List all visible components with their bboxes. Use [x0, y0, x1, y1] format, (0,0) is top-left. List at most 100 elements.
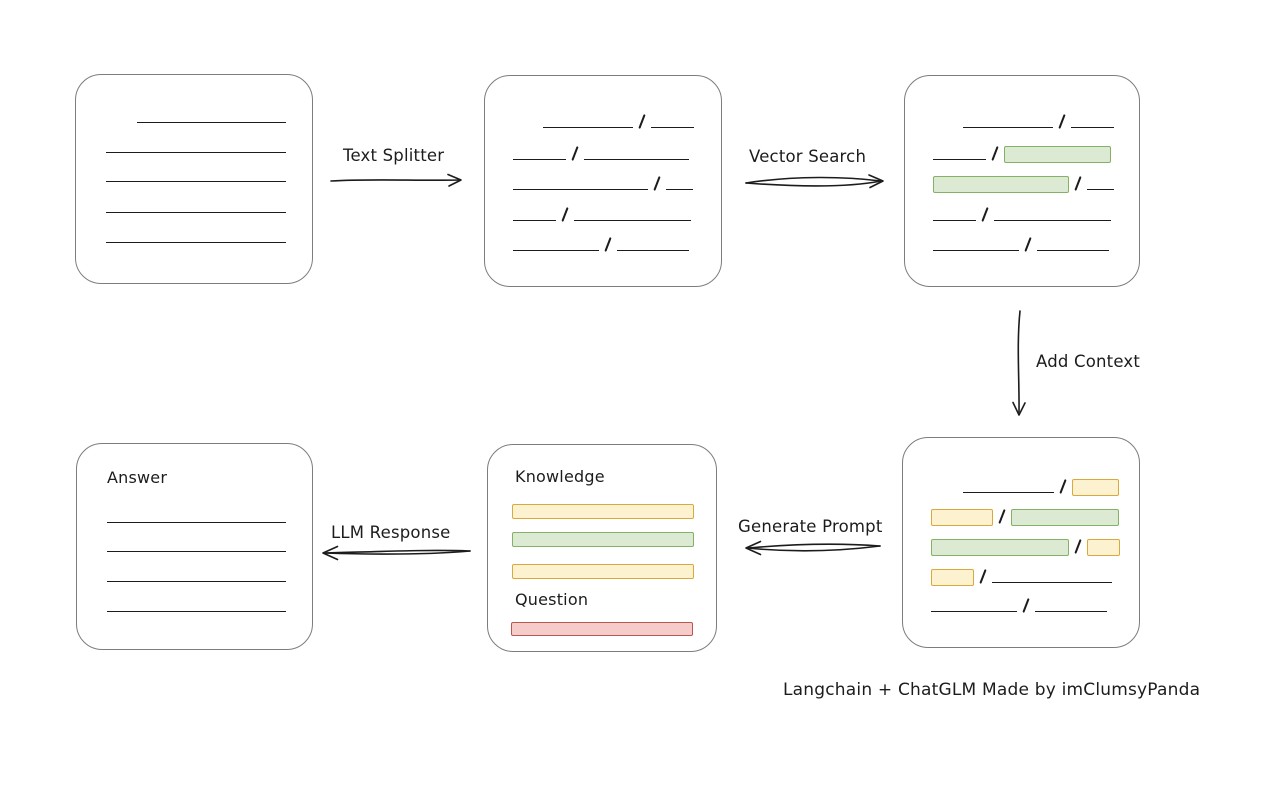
slash-mark: [998, 509, 1006, 524]
credit-text: Langchain + ChatGLM Made by imClumsyPand…: [783, 680, 1201, 700]
text-line: [931, 611, 1017, 612]
text-splitter-label: Text Splitter: [343, 146, 445, 165]
text-line: [513, 159, 566, 160]
context-box: [902, 437, 1140, 648]
slash-mark: [1022, 598, 1030, 613]
text-line: [106, 181, 286, 182]
generate-prompt-arrow: [745, 540, 881, 556]
highlight-bar-yellow: [1087, 539, 1121, 556]
text-row: [513, 171, 694, 191]
text-line: [106, 242, 286, 243]
slash-mark: [1059, 479, 1067, 494]
answer-line: [107, 551, 286, 552]
question-bar-red: [511, 622, 693, 636]
slash-mark: [981, 207, 989, 222]
text-line: [933, 220, 976, 221]
indent-gap: [931, 492, 963, 493]
text-line: [933, 250, 1019, 251]
text-line: [106, 152, 286, 153]
text-line: [137, 122, 286, 123]
highlight-bar-yellow: [931, 569, 974, 586]
text-line: [513, 250, 599, 251]
text-row: [931, 564, 1113, 586]
split-text-box: [484, 75, 722, 287]
text-splitter-arrow: [330, 173, 462, 187]
text-line: [513, 220, 556, 221]
knowledge-label: Knowledge: [515, 467, 605, 486]
highlight-bar-yellow: [1072, 479, 1120, 496]
text-row: [106, 224, 286, 243]
slash-mark: [604, 237, 612, 252]
knowledge-bar-yellow: [512, 504, 694, 519]
text-line: [617, 250, 690, 251]
knowledge-bar-yellow: [512, 564, 694, 579]
slash-mark: [638, 114, 646, 129]
text-line: [994, 220, 1112, 221]
answer-line: [107, 522, 286, 523]
text-line: [1071, 127, 1115, 128]
text-row: [513, 109, 695, 129]
text-line: [584, 159, 690, 160]
answer-line: [107, 611, 286, 612]
llm-response-label: LLM Response: [331, 523, 451, 542]
text-row: [513, 232, 690, 252]
text-row: [931, 474, 1120, 496]
text-row: [933, 202, 1112, 222]
generate-prompt-label: Generate Prompt: [738, 517, 883, 536]
text-line: [651, 127, 695, 128]
text-line: [963, 492, 1054, 493]
vector-search-label: Vector Search: [749, 147, 867, 166]
text-row: [933, 232, 1110, 252]
answer-label: Answer: [107, 468, 168, 487]
slash-mark: [561, 207, 569, 222]
add-context-label: Add Context: [1036, 352, 1141, 371]
text-row: [513, 202, 692, 222]
slash-mark: [991, 146, 999, 161]
slash-mark: [1074, 176, 1082, 191]
text-line: [963, 127, 1053, 128]
text-line: [1087, 189, 1115, 190]
indent-gap: [933, 127, 963, 128]
vector-matched-box: [904, 75, 1140, 287]
text-row: [931, 504, 1120, 526]
text-line: [106, 212, 286, 213]
text-line: [933, 159, 986, 160]
knowledge-bar-green: [512, 532, 694, 547]
text-line: [1037, 250, 1110, 251]
slash-mark: [1024, 237, 1032, 252]
add-context-arrow: [1012, 310, 1026, 416]
text-row: [106, 134, 286, 153]
slash-mark: [1058, 114, 1066, 129]
highlight-bar-yellow: [931, 509, 993, 526]
text-row: [106, 104, 286, 123]
slash-mark: [979, 569, 987, 584]
text-row: [513, 141, 690, 161]
text-line: [543, 127, 633, 128]
vector-search-arrow: [745, 174, 884, 189]
text-row: [931, 534, 1121, 556]
text-line: [513, 189, 648, 190]
llm-response-arrow: [322, 545, 471, 561]
highlight-bar-green: [1011, 509, 1120, 526]
text-row: [106, 194, 286, 213]
answer-line: [107, 581, 286, 582]
text-row: [933, 141, 1112, 163]
text-row: [106, 163, 286, 182]
highlight-bar-green: [933, 176, 1069, 193]
text-line: [574, 220, 692, 221]
slash-mark: [571, 146, 579, 161]
question-label: Question: [515, 590, 589, 609]
indent-gap: [106, 122, 137, 123]
slash-mark: [653, 176, 661, 191]
text-line: [992, 582, 1113, 583]
slash-mark: [1074, 539, 1082, 554]
answer-box: Answer: [76, 443, 313, 650]
text-line: [666, 189, 694, 190]
highlight-bar-green: [1004, 146, 1112, 163]
indent-gap: [513, 127, 543, 128]
text-row: [931, 593, 1108, 613]
text-line: [1035, 611, 1108, 612]
text-row: [933, 171, 1115, 193]
prompt-box: Knowledge Question: [487, 444, 717, 652]
